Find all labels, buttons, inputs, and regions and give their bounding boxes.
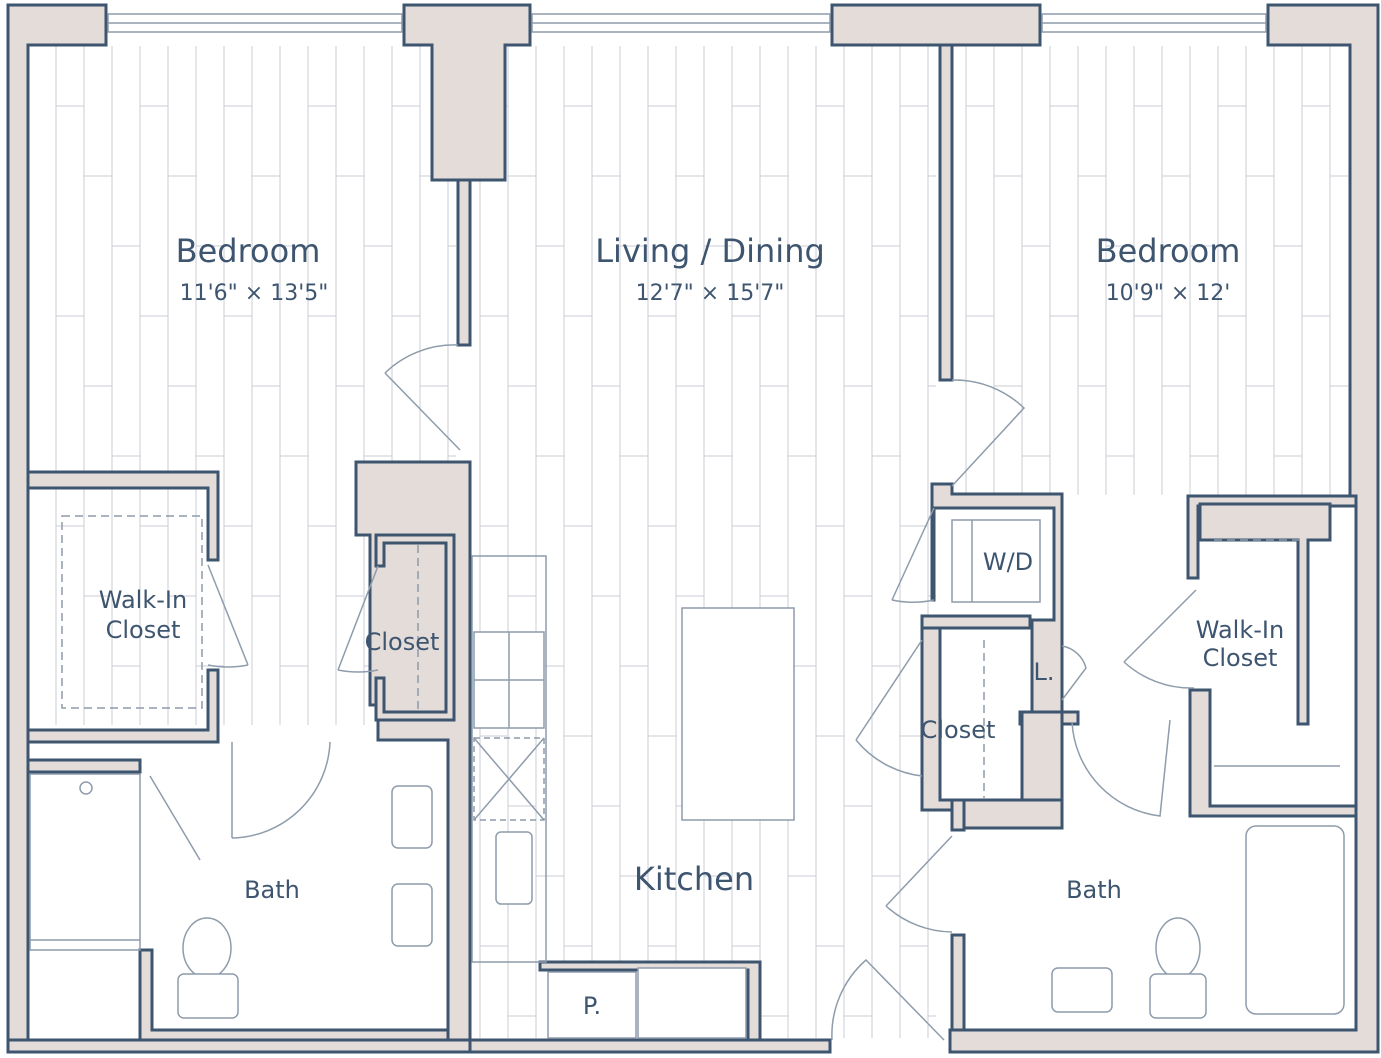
shower-head-icon [79,781,93,795]
label-closet-left: Closet [365,628,440,656]
label-pantry: P. [583,992,601,1020]
dims-living-dining: 12'7" × 15'7" [636,281,785,306]
wall-living-bedroom-right [938,43,954,382]
label-bath-left: Bath [244,876,300,904]
toilet-right-icon [1155,917,1201,979]
label-bedroom-right: Bedroom [1096,232,1241,270]
wall-top-left-pier [402,3,532,182]
doors [149,344,1197,1041]
wall-right [948,3,1380,1054]
label-walkin-left-1: Walk-In [99,586,187,614]
door-wd [891,507,935,603]
label-bath-right: Bath [1066,876,1122,904]
door-bedroom-right [951,379,1026,487]
wall-closet-left-block [354,460,472,1042]
door-entry [831,958,945,1041]
fixtures [29,515,1345,1039]
shower-left [29,773,141,951]
interior-walls [26,43,1358,1042]
door-walkin-left [207,564,249,668]
exterior-walls [6,3,1380,1054]
wall-bedroom-living [456,178,472,347]
door-shower-left [149,775,201,861]
label-bedroom-left: Bedroom [176,232,321,270]
dishwasher [473,737,545,821]
wall-bottom-left [6,1038,472,1054]
kitchen-island [681,607,795,821]
door-bath-right-entry [885,835,953,933]
walkin-left-shelf [61,515,203,709]
sink-left-1 [391,785,433,849]
wall-left [6,3,108,1042]
door-bath-left [231,741,331,839]
label-linen: L. [1034,658,1055,686]
door-closet-right [855,639,923,777]
door-bath-right [1071,719,1171,817]
label-walkin-left-2: Closet [106,616,181,644]
wall-top-center-pier [830,3,1042,47]
label-wd: W/D [983,548,1033,576]
door-linen [1061,645,1087,701]
dims-bedroom-left: 11'6" × 13'5" [180,281,329,306]
sink-left-2 [391,883,433,947]
sink-right [1051,967,1113,1013]
tub-right [1245,825,1345,1015]
label-living-dining: Living / Dining [595,232,825,270]
room-labels: Bedroom 11'6" × 13'5" Living / Dining 12… [99,232,1284,1020]
label-closet-right: Closet [921,716,996,744]
washer-dryer [951,519,1041,603]
door-bedroom-left [384,344,461,451]
windows [107,13,1267,33]
label-kitchen: Kitchen [634,860,754,898]
label-walkin-right-1: Walk-In [1196,616,1284,644]
pantry-box [547,971,637,1039]
wall-walkin-left [26,470,220,562]
wall-bottom-center [468,1038,832,1054]
toilet-left-icon [182,917,232,979]
dims-bedroom-right: 10'9" × 12' [1106,281,1231,306]
door-walkin-right [1123,589,1197,689]
fridge [637,967,747,1039]
label-walkin-right-2: Closet [1203,644,1278,672]
kitchen-sink [495,831,533,905]
door-closet-left [337,565,379,673]
kitchen-counter [471,555,547,963]
